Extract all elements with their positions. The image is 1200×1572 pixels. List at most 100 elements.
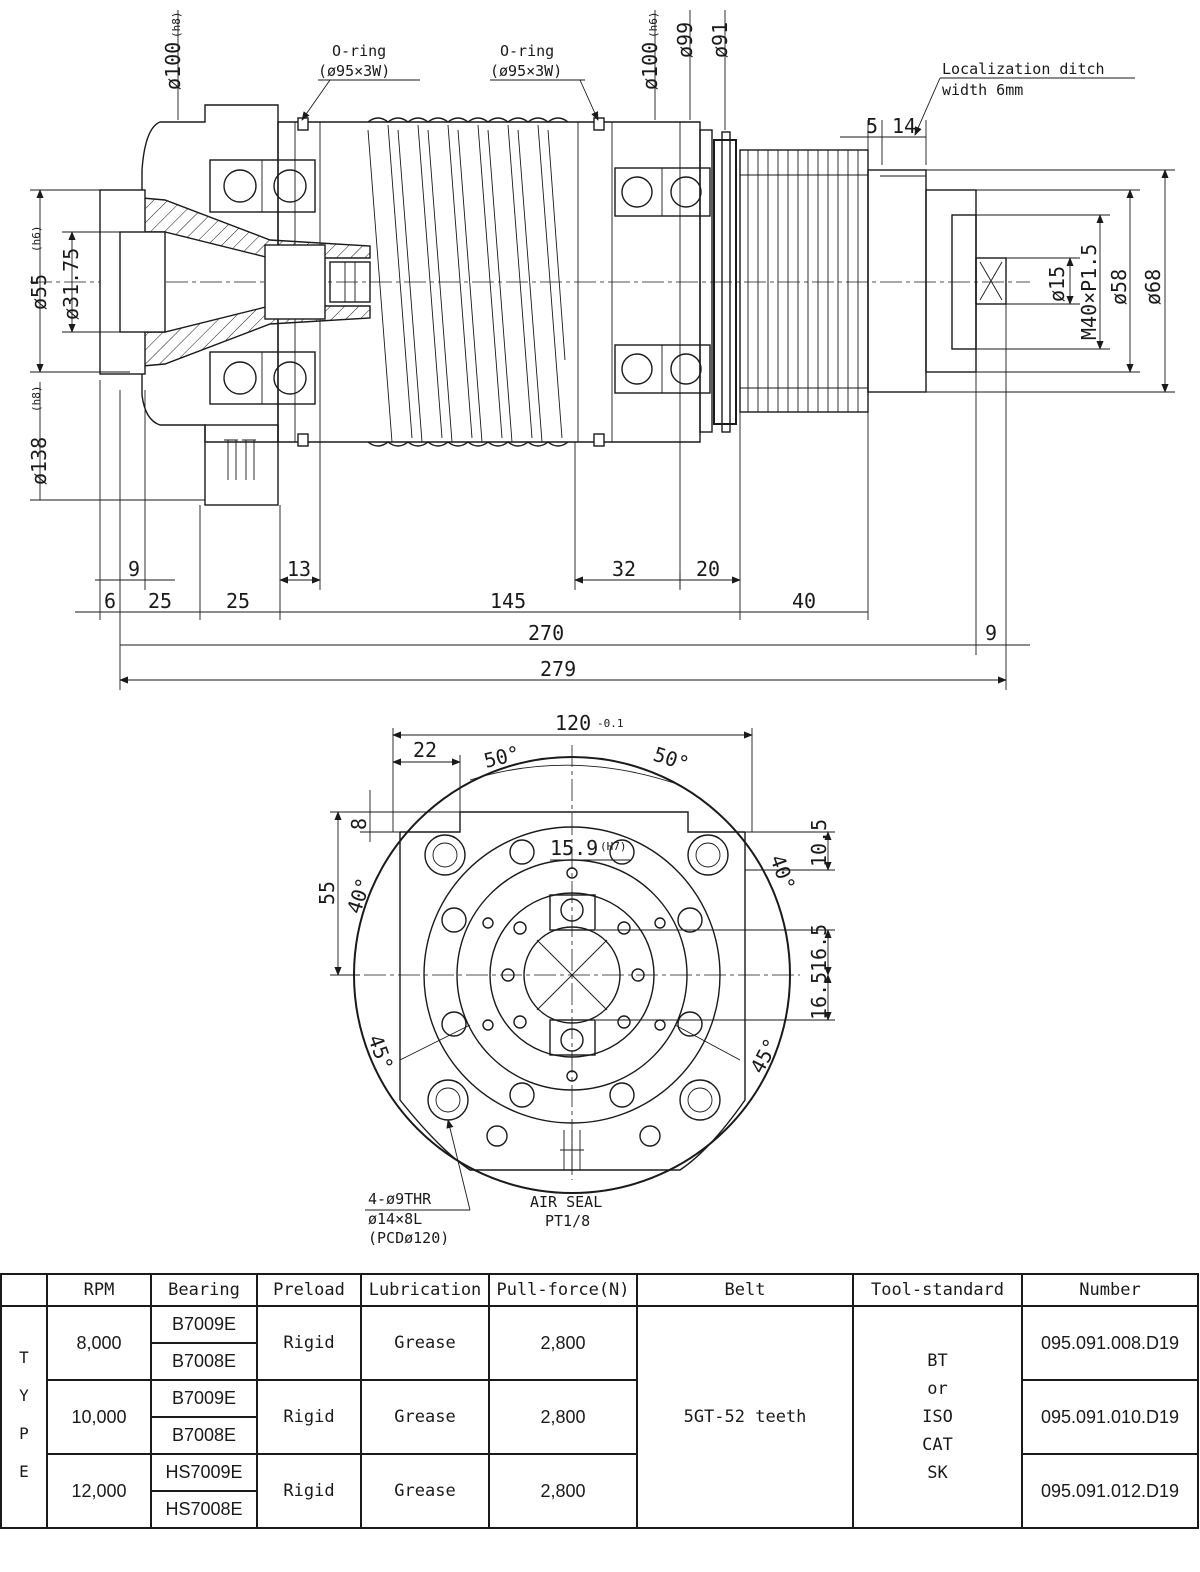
lubrication-cell: Grease: [360, 1305, 490, 1381]
label-d100-left: ø100: [161, 42, 185, 90]
label-holes-2: ø14×8L: [368, 1210, 422, 1228]
label-dim-145: 145: [490, 589, 526, 613]
label-localization-2: width 6mm: [942, 81, 1023, 99]
label-dim-270: 270: [528, 621, 564, 645]
label-holes-1: 4-ø9THR: [368, 1190, 432, 1208]
label-dim-25a: 25: [148, 589, 172, 613]
table-header-row: RPM Bearing Preload Lubrication Pull-for…: [0, 1273, 1199, 1307]
label-dim-120-tol: -0.1: [597, 717, 624, 730]
label-dim-8: 8: [347, 818, 371, 830]
label-d138-tol: (h8): [30, 386, 43, 413]
label-dim-9b: 9: [985, 621, 997, 645]
label-air-pt: PT1/8: [545, 1212, 590, 1230]
preload-cell: Rigid: [256, 1453, 362, 1529]
label-dim-10-5: 10.5: [807, 819, 831, 867]
label-d138: ø138: [27, 437, 51, 485]
top-flat: [400, 811, 745, 833]
rpm-cell: 12,000: [46, 1453, 152, 1529]
label-d15: ø15: [1045, 266, 1069, 302]
pull-force-cell: 2,800: [488, 1453, 638, 1529]
table-row: T Y P E 8,000 B7009E Rigid Grease 2,800 …: [0, 1305, 1199, 1529]
mounting-holes: [424, 834, 729, 1121]
label-dim-15-9-tol: (H7): [600, 840, 627, 853]
bearing-cell: HS7009E: [150, 1453, 258, 1492]
label-dim-120: 120: [555, 711, 591, 735]
label-oring-1-size: (ø95×3W): [318, 62, 390, 80]
label-dim-5: 5: [866, 114, 878, 138]
label-d100-left-tol: (h8): [170, 12, 183, 39]
label-dim-16-5b: 16.5: [807, 972, 831, 1020]
tool-standard-cell: BT or ISO CAT SK: [852, 1305, 1023, 1529]
spindle-side-view: ø100 (h8) O-ring (ø95×3W) O-ring (ø95×3W…: [27, 10, 1175, 690]
air-seal-port: [560, 1130, 584, 1170]
label-dim-14: 14: [892, 114, 916, 138]
label-d91: ø91: [708, 22, 732, 58]
bearing-cell: B7009E: [150, 1379, 258, 1418]
oring-groove-2: [593, 117, 605, 131]
shaft-end: [975, 257, 1007, 305]
rear-cap: [713, 139, 737, 425]
main-housing: [277, 121, 701, 443]
label-dim-16-5a: 16.5: [807, 924, 831, 972]
cooling-spiral: [367, 117, 569, 447]
preload-cell: Rigid: [256, 1379, 362, 1455]
front-bearings: [209, 159, 316, 405]
table-row: B7008E: [1, 1342, 1198, 1381]
bolt-circle-holes: [441, 839, 703, 1147]
spec-table: RPM Bearing Preload Lubrication Pull-for…: [0, 1273, 1199, 1529]
belt-cell: 5GT-52 teeth: [636, 1305, 854, 1529]
mount-block: [204, 424, 279, 506]
header-number: Number: [1021, 1273, 1199, 1307]
label-d55: ø55: [27, 274, 51, 310]
label-dim-32: 32: [612, 557, 636, 581]
drawbar-head: [264, 244, 326, 320]
rpm-cell: 8,000: [46, 1305, 152, 1381]
header-tool-standard: Tool-standard: [852, 1273, 1023, 1307]
header-rpm: RPM: [46, 1273, 152, 1307]
label-d68: ø68: [1141, 269, 1165, 305]
label-dim-20: 20: [696, 557, 720, 581]
label-d100-right-tol: (h6): [647, 12, 660, 39]
lubrication-cell: Grease: [360, 1453, 490, 1529]
label-dim-25b: 25: [226, 589, 250, 613]
label-oring-1: O-ring: [332, 42, 386, 60]
rpm-cell: 10,000: [46, 1379, 152, 1455]
drive-key-top: [549, 894, 596, 931]
label-localization-1: Localization ditch: [942, 60, 1105, 78]
label-air-seal: AIR SEAL: [530, 1193, 602, 1211]
label-d58: ø58: [1107, 269, 1131, 305]
table-row: B7008E: [1, 1416, 1198, 1455]
pull-force-cell: 2,800: [488, 1379, 638, 1455]
rear-bearings: [614, 167, 711, 394]
spindle-front-view: 120 -0.1 22 50° 50° 8 55 15.9 (H7) 40° 4…: [315, 711, 835, 1247]
oring-groove-1: [297, 117, 309, 131]
label-dim-40: 40: [792, 589, 816, 613]
label-ang-40a: 40°: [342, 875, 376, 917]
label-holes-3: (PCDø120): [368, 1229, 449, 1247]
air-channel: [224, 439, 256, 480]
label-d99: ø99: [673, 22, 697, 58]
label-dim-55: 55: [315, 881, 339, 905]
table-row: 10,000 B7009E Rigid Grease 2,800 095.091…: [1, 1379, 1199, 1455]
rear-shaft: [867, 169, 927, 393]
header-preload: Preload: [256, 1273, 362, 1307]
number-cell: 095.091.010.D19: [1021, 1379, 1199, 1455]
table-row: 12,000 HS7009E Rigid Grease 2,800 095.09…: [1, 1453, 1199, 1529]
front-flange: [141, 104, 279, 443]
label-m40: M40×P1.5: [1077, 244, 1101, 340]
label-dim-6: 6: [104, 589, 116, 613]
label-dim-279: 279: [540, 657, 576, 681]
label-d100-right: ø100: [638, 42, 662, 90]
label-dim-15-9: 15.9: [550, 836, 598, 860]
label-ang-50b: 50°: [650, 742, 692, 776]
label-d55-tol: (h6): [30, 226, 43, 253]
label-d31-75: ø31.75: [59, 248, 83, 320]
bearing-cell: B7008E: [150, 1416, 258, 1455]
belt-pulley: [739, 149, 869, 413]
header-type: [0, 1273, 48, 1307]
label-dim-9a: 9: [128, 557, 140, 581]
header-lubrication: Lubrication: [360, 1273, 490, 1307]
label-dim-13: 13: [287, 557, 311, 581]
number-cell: 095.091.012.D19: [1021, 1453, 1199, 1529]
header-bearing: Bearing: [150, 1273, 258, 1307]
